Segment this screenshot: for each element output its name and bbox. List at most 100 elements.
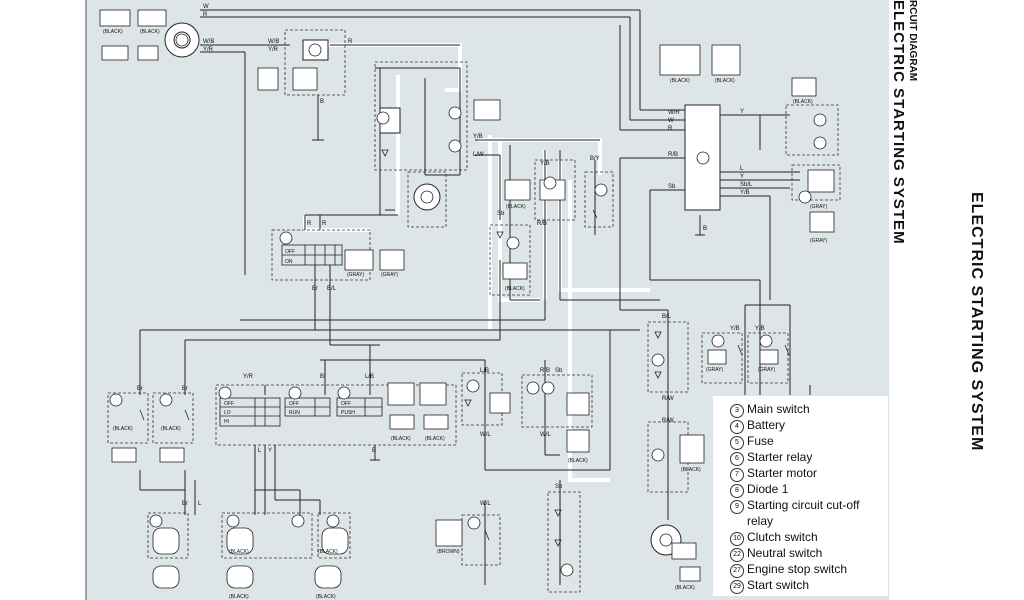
svg-text:Sb: Sb <box>497 211 505 217</box>
side-title-block: ELECTRIC STARTING SYSTEM RCUIT DIAGRAM <box>880 0 970 600</box>
svg-text:LO: LO <box>224 410 231 416</box>
svg-text:L: L <box>258 448 262 454</box>
svg-text:B: B <box>320 99 324 105</box>
svg-text:W/B: W/B <box>268 39 279 45</box>
svg-text:OFF: OFF <box>289 401 299 407</box>
side-title-sub: RCUIT DIAGRAM <box>907 0 918 82</box>
svg-text:(BLACK): (BLACK) <box>506 204 526 210</box>
svg-text:Y/R: Y/R <box>243 374 254 380</box>
svg-text:Br: Br <box>182 386 188 392</box>
svg-text:R: R <box>307 221 312 227</box>
svg-text:(GRAY): (GRAY) <box>758 367 775 373</box>
svg-text:OFF: OFF <box>285 249 295 255</box>
svg-text:B: B <box>703 226 707 232</box>
svg-text:(GRAY): (GRAY) <box>810 238 827 244</box>
switch-contacts <box>139 149 790 547</box>
legend-item-9-cont: relay <box>747 514 774 528</box>
svg-text:W: W <box>203 4 209 10</box>
svg-text:(BLACK): (BLACK) <box>425 436 445 442</box>
svg-text:W/L: W/L <box>480 432 491 438</box>
svg-text:R/W: R/W <box>662 418 674 424</box>
svg-text:Y/R: Y/R <box>268 47 279 53</box>
svg-text:Br: Br <box>320 374 326 380</box>
page-edge <box>1002 0 1024 600</box>
svg-text:Br: Br <box>182 501 188 507</box>
svg-text:Y/R: Y/R <box>203 47 214 53</box>
svg-text:Y/B: Y/B <box>755 326 765 332</box>
svg-text:(BLACK): (BLACK) <box>161 426 181 432</box>
svg-text:L: L <box>198 501 202 507</box>
svg-text:(BLACK): (BLACK) <box>103 29 123 35</box>
page-title-right: ELECTRIC STARTING SYSTEM <box>968 192 985 452</box>
svg-text:W: W <box>668 118 674 124</box>
svg-text:B/Y: B/Y <box>590 156 600 162</box>
svg-text:B: B <box>372 448 376 454</box>
svg-text:L/W: L/W <box>473 152 484 158</box>
svg-text:R/B: R/B <box>668 152 678 158</box>
svg-text:W/L: W/L <box>540 432 551 438</box>
wire-labels: W R W/B Y/R W/B Y/R R B W/R W R R/B Sb Y… <box>137 4 765 507</box>
svg-text:(BLACK): (BLACK) <box>229 549 249 555</box>
svg-text:Y: Y <box>740 109 744 115</box>
svg-text:Y/B: Y/B <box>540 161 550 167</box>
svg-text:(BLACK): (BLACK) <box>391 436 411 442</box>
svg-text:OFF: OFF <box>224 401 234 407</box>
svg-text:Sb: Sb <box>555 368 563 374</box>
svg-text:Y/B: Y/B <box>730 326 740 332</box>
svg-text:R: R <box>322 221 327 227</box>
svg-text:(BLACK): (BLACK) <box>140 29 160 35</box>
svg-text:PUSH: PUSH <box>341 410 355 416</box>
svg-text:Br: Br <box>312 286 318 292</box>
svg-text:Y: Y <box>268 448 272 454</box>
svg-text:(BLACK): (BLACK) <box>505 286 525 292</box>
svg-text:(GRAY): (GRAY) <box>381 272 398 278</box>
svg-text:(BLACK): (BLACK) <box>318 549 338 555</box>
switch-table-text: OFF ON OFF LO HI OFF RUN OFF PUSH <box>224 249 355 425</box>
svg-text:L/B: L/B <box>365 374 374 380</box>
svg-text:(BLACK): (BLACK) <box>670 78 690 84</box>
side-title-main: ELECTRIC STARTING SYSTEM <box>890 0 907 245</box>
svg-text:(BLACK): (BLACK) <box>568 458 588 464</box>
svg-text:(BROWN): (BROWN) <box>437 549 460 555</box>
svg-text:Sb: Sb <box>668 184 676 190</box>
svg-text:OFF: OFF <box>341 401 351 407</box>
svg-text:(GRAY): (GRAY) <box>810 204 827 210</box>
svg-text:(GRAY): (GRAY) <box>347 272 364 278</box>
svg-text:W/B: W/B <box>203 39 214 45</box>
svg-text:(BLACK): (BLACK) <box>715 78 735 84</box>
svg-text:HI: HI <box>224 419 229 425</box>
svg-text:W/L: W/L <box>480 501 491 507</box>
svg-text:R/W: R/W <box>662 396 674 402</box>
svg-text:(BLACK): (BLACK) <box>675 585 695 591</box>
svg-text:Y: Y <box>740 174 744 180</box>
switch-tables <box>219 244 383 427</box>
svg-text:R/B: R/B <box>537 221 547 227</box>
svg-text:(BLACK): (BLACK) <box>229 594 249 600</box>
svg-text:Y/B: Y/B <box>740 190 750 196</box>
connector-color-labels: (BLACK) (BLACK) (BLACK) (BLACK) (BLACK) … <box>103 29 827 600</box>
wires <box>139 9 811 585</box>
svg-text:RUN: RUN <box>289 410 300 416</box>
connectors <box>99 9 835 589</box>
svg-text:L/B: L/B <box>480 368 489 374</box>
svg-text:ON: ON <box>285 259 293 265</box>
svg-text:B/L: B/L <box>327 286 337 292</box>
svg-text:(BLACK): (BLACK) <box>316 594 336 600</box>
svg-text:L: L <box>740 166 744 172</box>
component-markers <box>109 33 827 577</box>
svg-text:(BLACK): (BLACK) <box>793 99 813 105</box>
svg-text:R: R <box>203 12 208 18</box>
svg-text:R/B: R/B <box>540 368 550 374</box>
